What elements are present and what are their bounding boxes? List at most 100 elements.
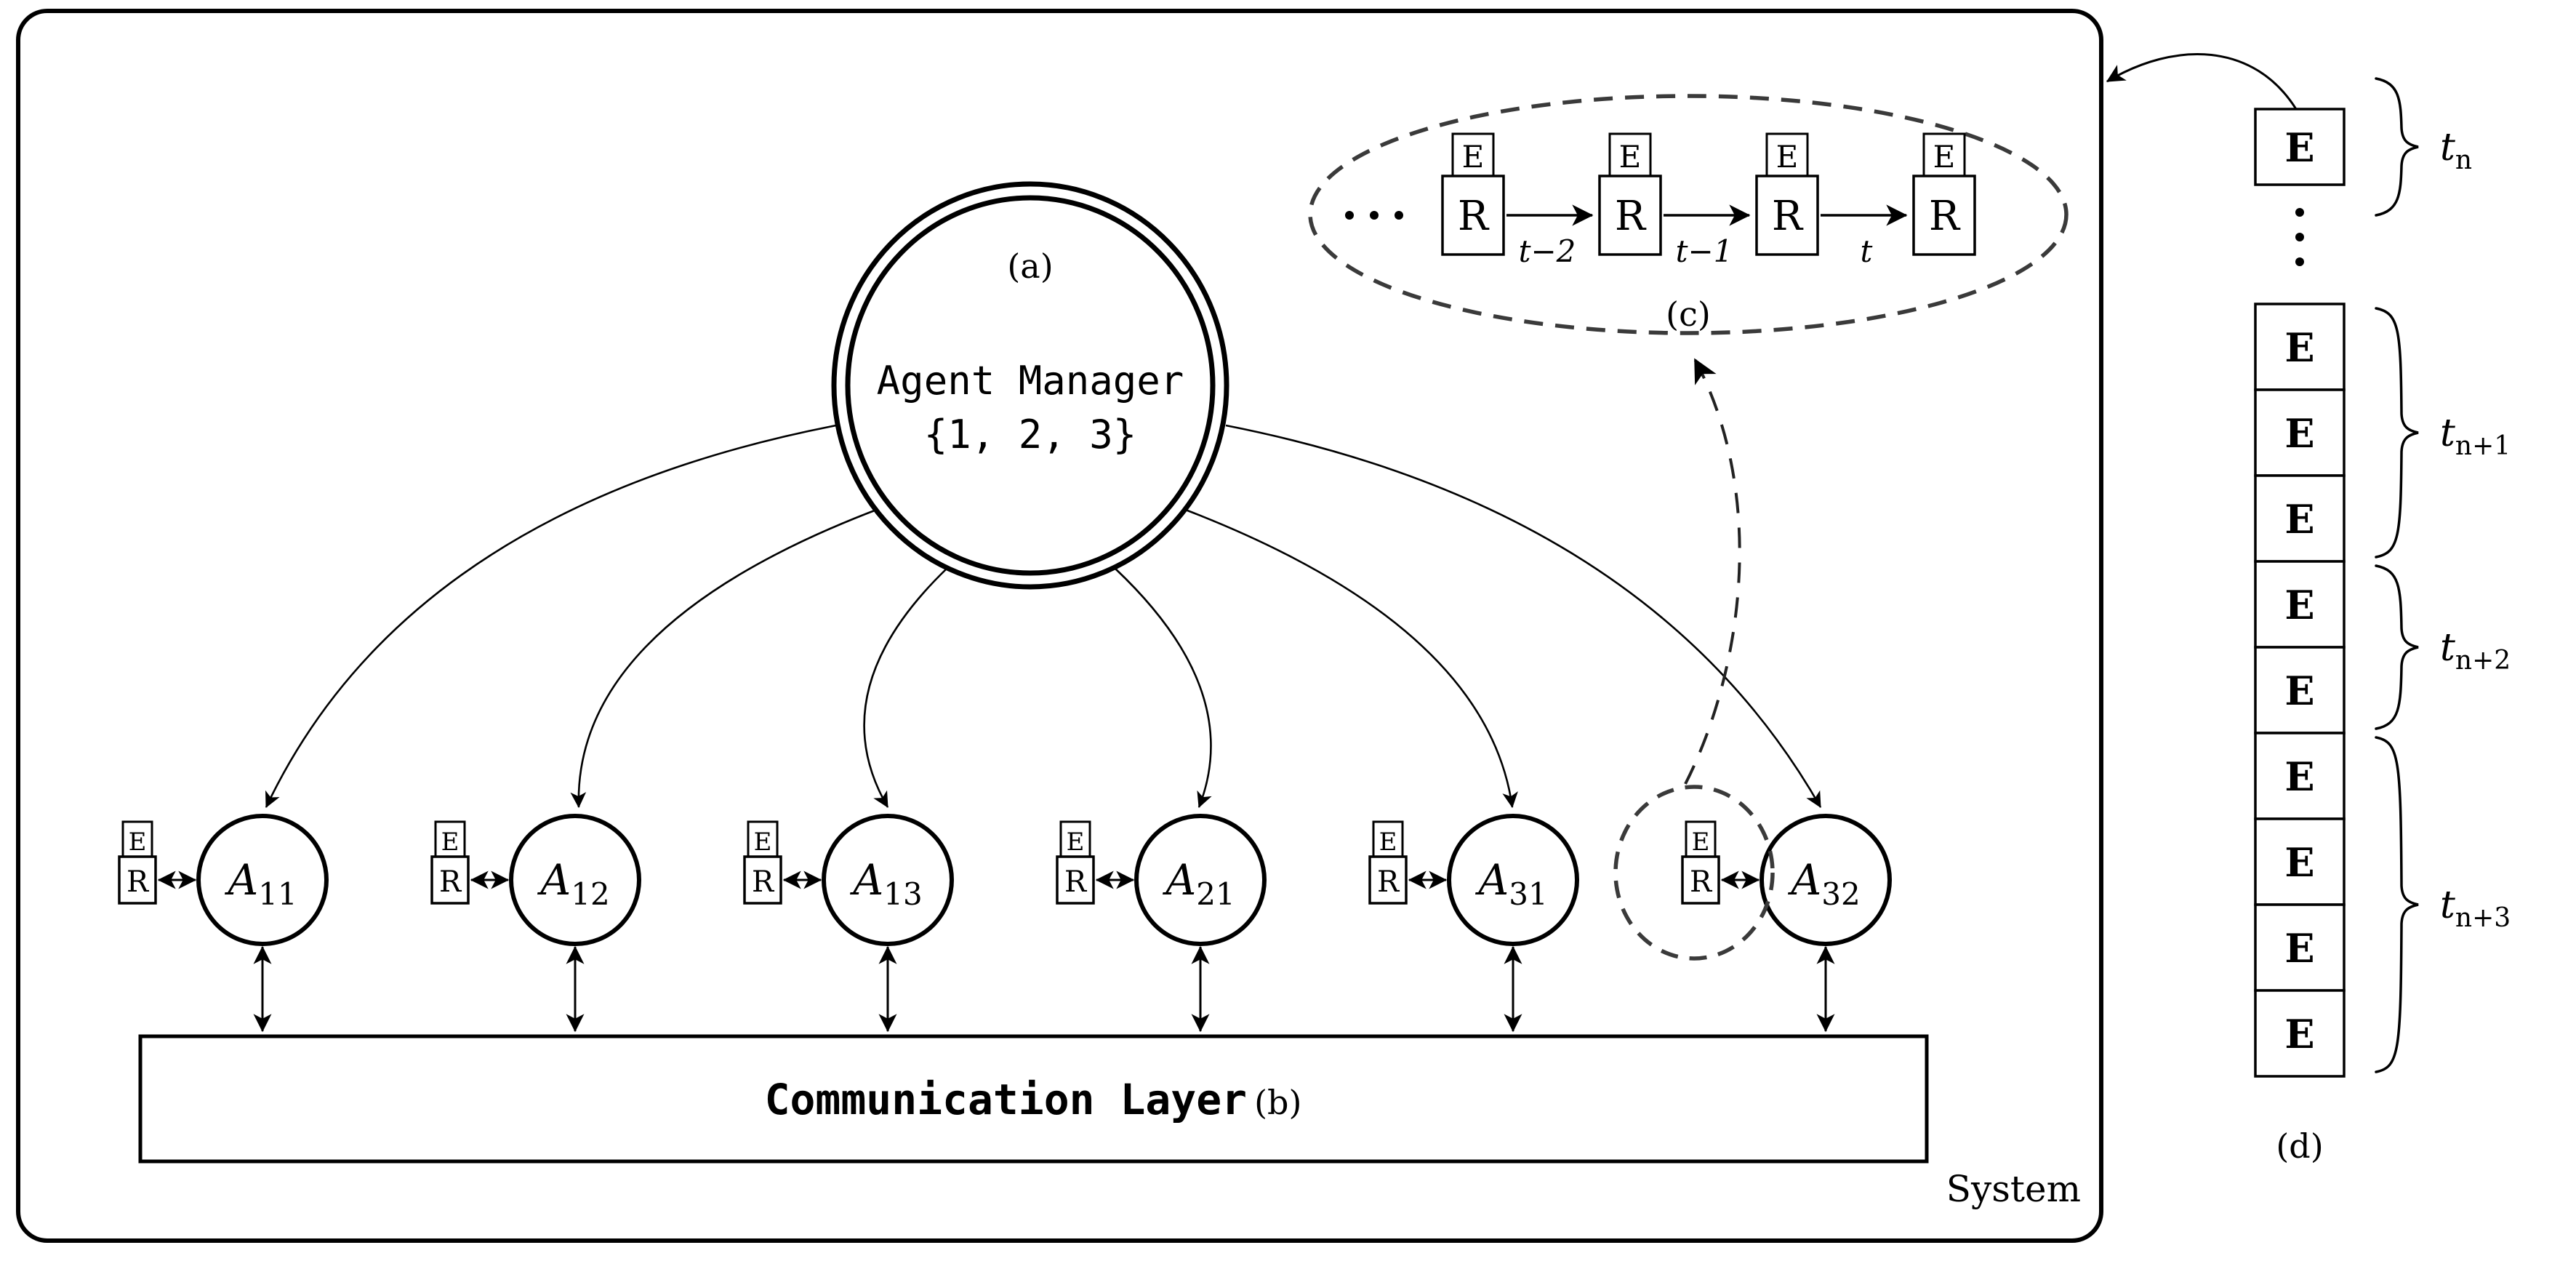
buffer-to-system-arrow (2106, 52, 2298, 110)
agent-label: A21 (1162, 855, 1235, 912)
r-box (1598, 175, 1662, 256)
event-buffer: E E E E E E E E E E (2106, 52, 2511, 1166)
agent-label: A31 (1474, 855, 1547, 912)
agent-node-32: A32 E R (1681, 814, 1892, 1033)
r-box (743, 855, 782, 905)
buffer-box-label: E (2284, 324, 2314, 371)
buffer-box-label: E (2284, 410, 2314, 457)
r-box-label: R (1690, 865, 1713, 899)
agent-manager-set: {1, 2, 3} (924, 412, 1137, 457)
e-box-label: E (1462, 139, 1485, 175)
agent-manager-tag: (a) (1007, 247, 1053, 286)
agent-node-31: A31 E R (1368, 814, 1579, 1033)
buffer-box-label: E (2284, 668, 2314, 714)
r-box-label: R (1772, 193, 1804, 240)
system-boundary-box (16, 9, 2103, 1243)
agent-circle (196, 814, 329, 946)
chain-step-label-1: t−2 (1519, 233, 1576, 269)
buffer-braces (2375, 77, 2419, 1073)
e-box-label: E (1692, 828, 1710, 857)
er-highlight-dashed-circle (1613, 785, 1775, 961)
e-box-label: E (441, 828, 460, 857)
communication-layer-box (138, 1034, 1929, 1164)
r-box-label: R (1929, 193, 1961, 240)
history-group: E R E R E R E R t− (1308, 94, 2069, 335)
r-box-label: R (1458, 193, 1490, 240)
agent-label: A11 (224, 855, 297, 912)
er-to-history-dashed-arrow (1684, 358, 1741, 785)
history-dashed-ellipse (1308, 94, 2069, 335)
arc-to-agent-21 (1115, 568, 1212, 809)
agent-node-12: A12 E R (430, 814, 641, 1033)
agent-circle (1134, 814, 1267, 946)
agent-manager-title: Agent Manager (877, 358, 1184, 404)
time-label-tn3: tn+3 (2440, 884, 2511, 933)
buffer-box (2254, 989, 2346, 1078)
arc-to-agent-31 (1183, 508, 1518, 809)
buffer-stack: E E E E E E E E E (2254, 303, 2346, 1078)
buffer-vdots (2295, 208, 2304, 266)
buffer-box (2254, 817, 2346, 906)
e-box-label: E (1379, 828, 1397, 857)
buffer-box-label: E (2284, 753, 2314, 800)
buffer-tag: (d) (2276, 1126, 2323, 1166)
communication-layer-tag: (b) (1254, 1083, 1301, 1122)
manager-to-agent-arcs (265, 424, 1822, 809)
agent-manager-inner-circle (845, 195, 1216, 576)
brace-tn3 (2375, 736, 2419, 1073)
agent-manager-outer-circle (831, 181, 1229, 590)
r-box (1755, 175, 1819, 256)
time-label-tn1: tn+1 (2440, 412, 2511, 461)
history-unit-3: E R (1755, 132, 1819, 256)
r-box (118, 855, 157, 905)
r-box-label: R (752, 865, 775, 899)
buffer-box-label: E (2284, 582, 2314, 628)
history-unit-2: E R (1598, 132, 1662, 256)
agent-node-11: A11 E R (118, 814, 329, 1033)
r-box-label: R (1064, 865, 1088, 899)
buffer-top-box-label: E (2284, 124, 2314, 171)
communication-layer-label: Communication Layer(b) (765, 1075, 1302, 1124)
arc-to-agent-11 (265, 424, 837, 808)
arc-to-agent-32 (1225, 424, 1822, 808)
e-box-label: E (754, 828, 772, 857)
buffer-box-label: E (2284, 925, 2314, 972)
buffer-box-label: E (2284, 496, 2314, 543)
time-label-tn2: tn+2 (2440, 626, 2511, 676)
e-box-label: E (129, 828, 147, 857)
agent-label: A32 (1787, 855, 1860, 912)
buffer-box (2254, 903, 2346, 992)
chain-step-label-3: t (1861, 233, 1873, 269)
agent-circle (1447, 814, 1579, 946)
buffer-box-label: E (2284, 839, 2314, 886)
chain-step-label-2: t−1 (1676, 233, 1733, 269)
r-box-label: R (127, 865, 150, 899)
time-label-tn: tn (2440, 126, 2472, 175)
r-box (1912, 175, 1976, 256)
brace-tn1 (2375, 307, 2419, 559)
agent-circle (822, 814, 954, 946)
agent-label: A13 (849, 855, 922, 912)
r-box (1368, 855, 1408, 905)
r-box-label: R (439, 865, 462, 899)
agent-circle (1760, 814, 1892, 946)
r-box (430, 855, 470, 905)
agent-circle (509, 814, 641, 946)
agent-manager-node: (a) Agent Manager {1, 2, 3} (831, 181, 1229, 590)
e-box-label: E (1067, 828, 1085, 857)
buffer-top-box (2254, 108, 2346, 186)
communication-layer: Communication Layer(b) (138, 1034, 1929, 1164)
agent-node-13: A13 E R (743, 814, 954, 1033)
r-box (1441, 175, 1505, 256)
history-tag: (c) (1666, 295, 1711, 334)
r-box (1056, 855, 1095, 905)
agent-label: A12 (537, 855, 609, 912)
history-unit-4: E R (1912, 132, 1976, 256)
history-ellipsis-dots (1345, 211, 1403, 220)
e-box-label: E (1619, 139, 1642, 175)
r-box-label: R (1615, 193, 1647, 240)
buffer-box (2254, 732, 2346, 820)
brace-tn2 (2375, 564, 2419, 730)
